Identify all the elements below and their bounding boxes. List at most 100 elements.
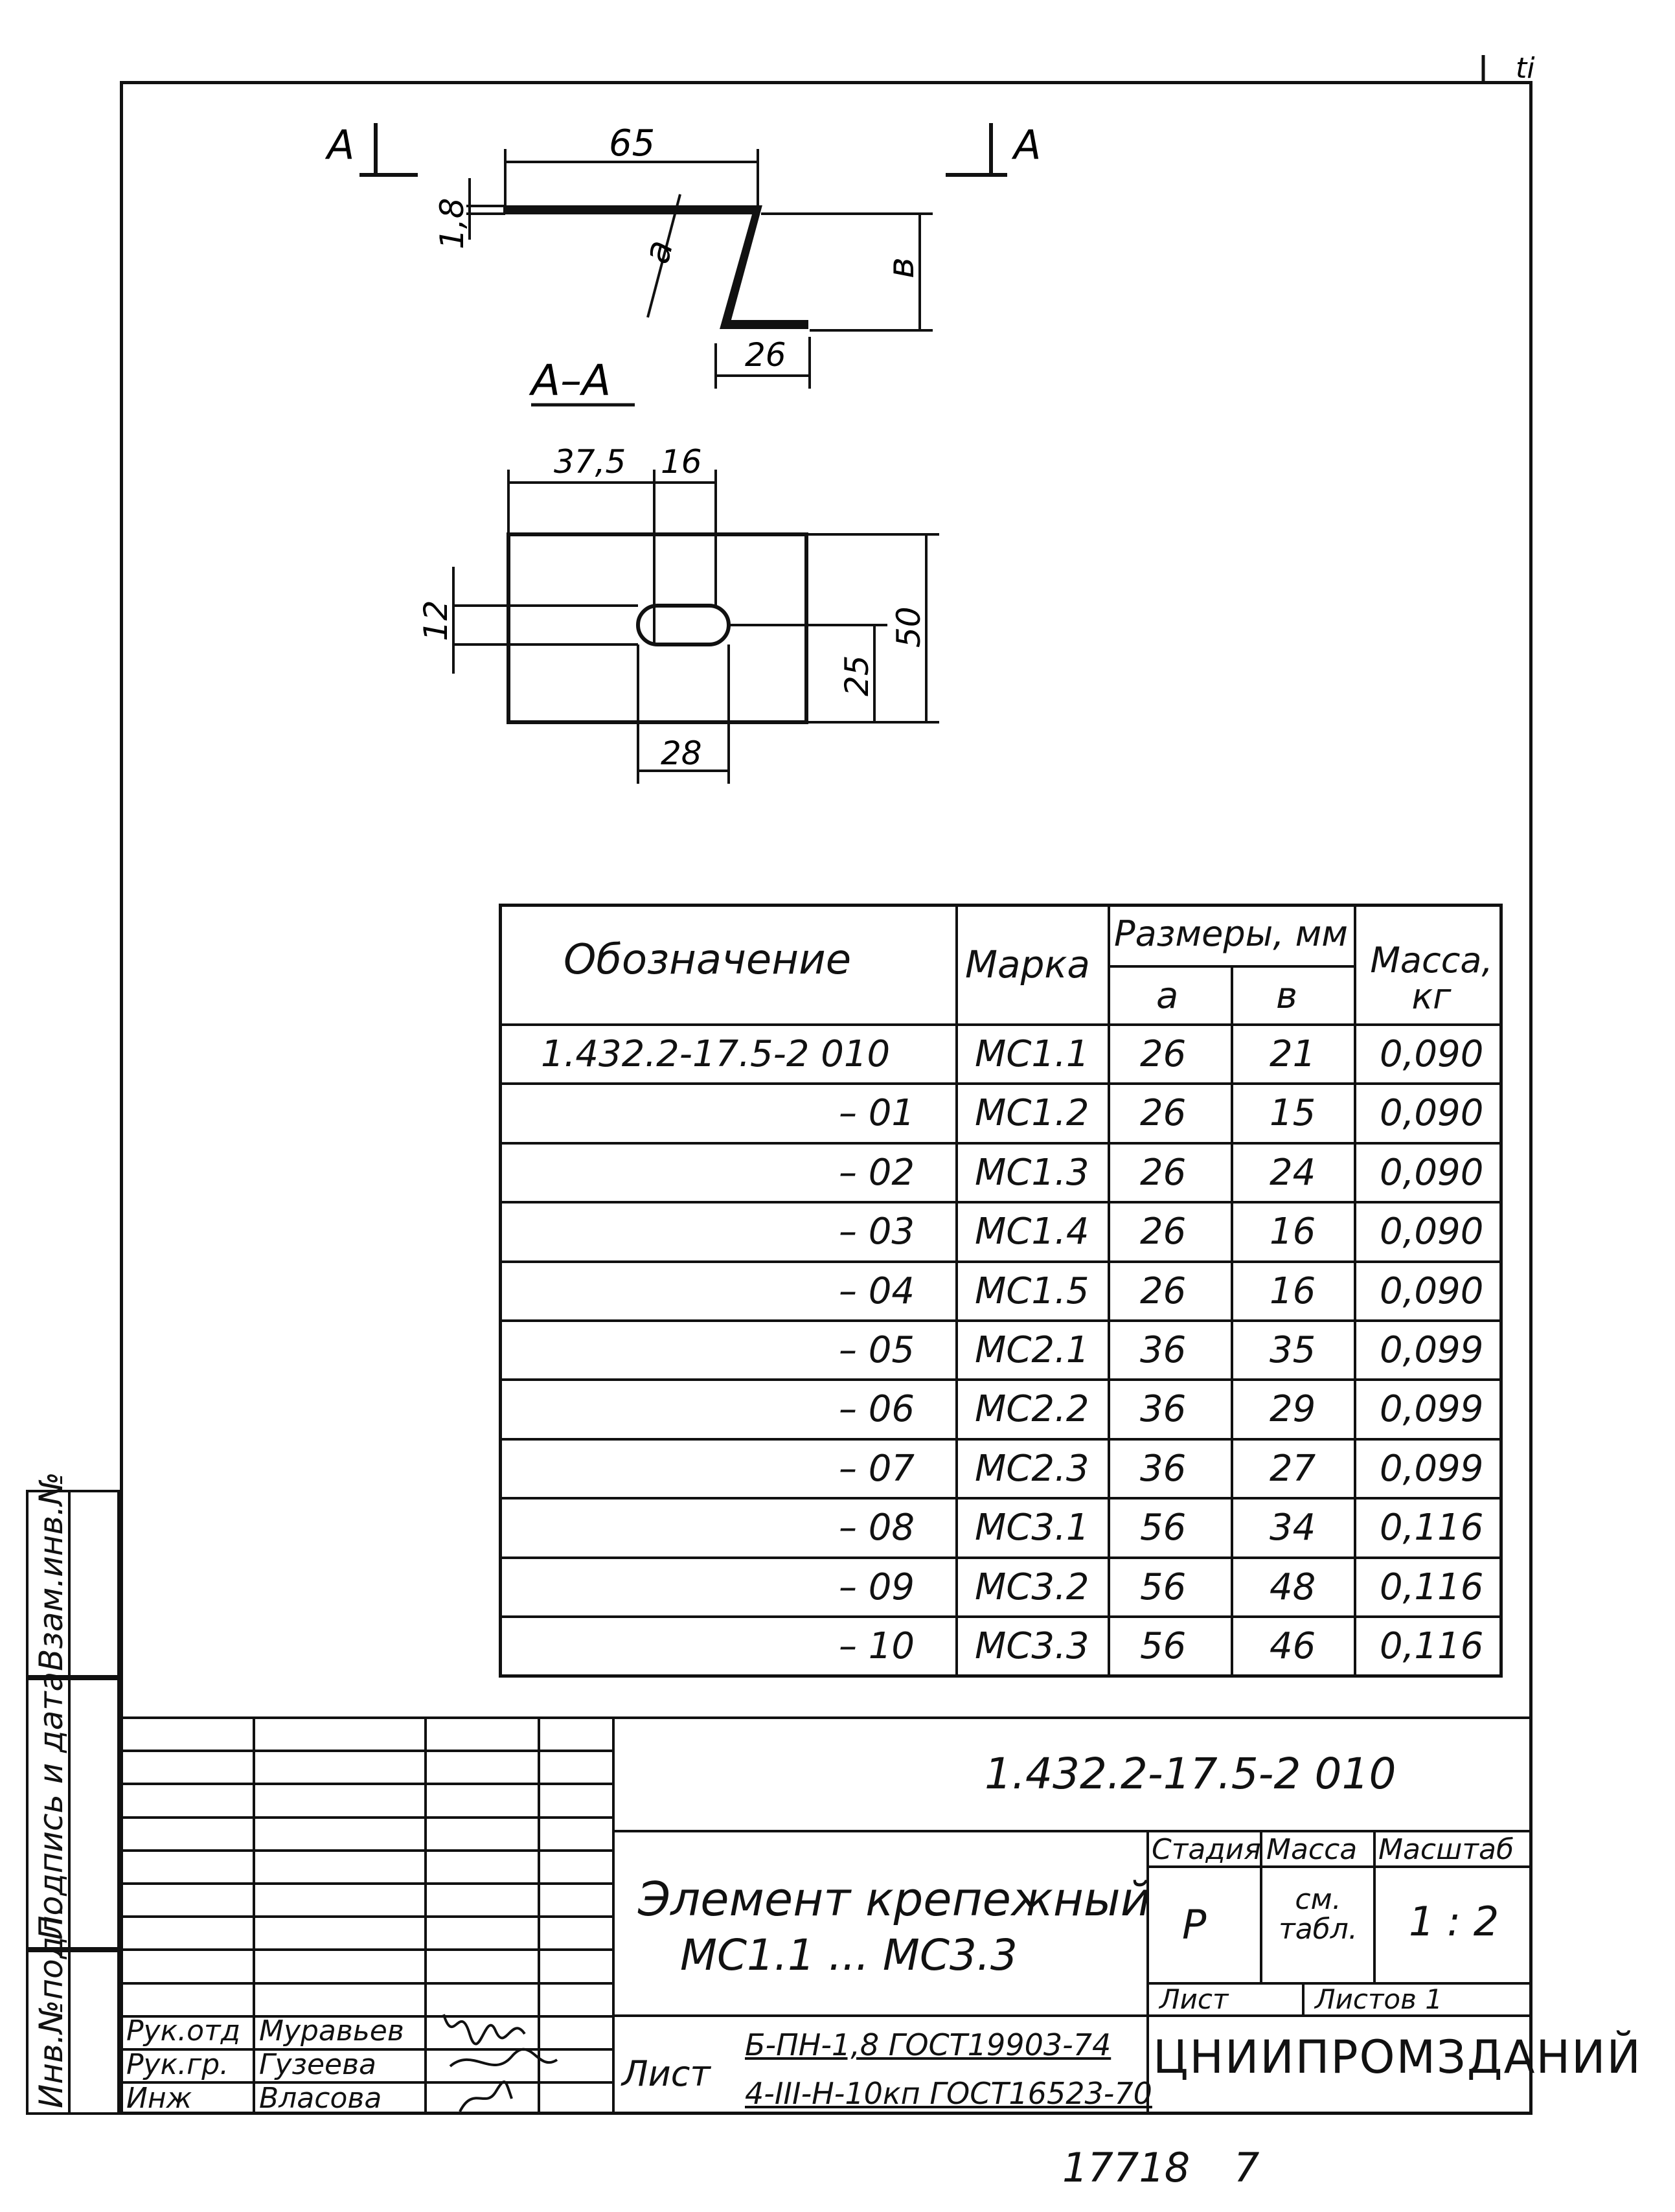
row-dim-a: 56: [1140, 1625, 1187, 1667]
row-mass: 0,090: [1380, 1211, 1484, 1253]
role-title: Рук.отд: [126, 2014, 241, 2047]
row-dim-a: 26: [1140, 1211, 1187, 1253]
side-label-sign: Подпись и дата: [32, 1671, 70, 1940]
sheet-label: Лист: [1159, 1983, 1229, 2015]
side-box-inv: [26, 1950, 120, 2115]
row-mark: МС1.1: [975, 1033, 1089, 1075]
part-name-line1: Элемент крепежный: [638, 1872, 1151, 1926]
corner-mark: ti: [1481, 52, 1535, 85]
row-dim-b: 34: [1270, 1507, 1316, 1549]
z-profile: [503, 205, 808, 329]
dim-25: 25: [838, 655, 876, 696]
dim-28: 28: [661, 735, 702, 772]
row-designation: – 03: [839, 1211, 915, 1253]
row-mass: 0,090: [1380, 1270, 1484, 1312]
row-mark: МС1.5: [975, 1270, 1089, 1312]
row-designation: – 05: [839, 1329, 915, 1371]
row-dim-a: 36: [1140, 1447, 1187, 1490]
role-name: Гузеева: [259, 2048, 376, 2081]
row-mass: 0,099: [1380, 1447, 1484, 1490]
material-label: Лист: [622, 2053, 711, 2094]
svg-text:ti: ti: [1516, 52, 1535, 85]
role-name: Муравьев: [259, 2014, 404, 2047]
row-dim-b: 15: [1270, 1092, 1316, 1135]
dim-12: 12: [417, 600, 455, 641]
section-title: А–А: [529, 356, 611, 405]
section-label-left: А: [325, 121, 354, 168]
row-mass: 0,090: [1380, 1033, 1484, 1075]
row-mark: МС2.3: [975, 1447, 1089, 1490]
row-mark: МС3.3: [975, 1625, 1089, 1667]
row-dim-b: 27: [1270, 1447, 1316, 1490]
side-box-sign: [26, 1678, 120, 1950]
mass-label: Масса: [1266, 1833, 1358, 1866]
footer-page: 7: [1234, 2144, 1260, 2191]
row-mark: МС1.4: [975, 1211, 1089, 1253]
dim-50: 50: [890, 606, 928, 648]
row-mark: МС3.2: [975, 1566, 1089, 1608]
row-mark: МС2.1: [975, 1329, 1089, 1371]
organization: ЦНИИПРОМЗДАНИЙ: [1153, 2031, 1642, 2084]
slot: [636, 604, 731, 646]
dim-16: 16: [661, 443, 702, 481]
scale-value: 1 : 2: [1409, 1898, 1499, 1945]
row-dim-a: 56: [1140, 1507, 1187, 1549]
row-dim-b: 24: [1270, 1151, 1316, 1194]
row-dim-b: 48: [1270, 1566, 1316, 1608]
row-mass: 0,099: [1380, 1329, 1484, 1371]
row-dim-b: 16: [1270, 1211, 1316, 1253]
section-marker-left: [359, 123, 418, 177]
role-title: Инж: [126, 2082, 192, 2115]
row-dim-a: 26: [1140, 1033, 1187, 1075]
side-box-replace: [26, 1490, 120, 1678]
row-designation: – 09: [839, 1566, 915, 1608]
drawing-frame: [120, 81, 1533, 2115]
row-mass: 0,116: [1380, 1566, 1484, 1608]
side-label-inv: Инв.№подл.: [32, 1905, 70, 2108]
dim-a: а: [635, 236, 682, 268]
row-mass: 0,099: [1380, 1388, 1484, 1431]
row-dim-a: 56: [1140, 1566, 1187, 1608]
row-designation: – 06: [839, 1388, 915, 1431]
row-dim-a: 26: [1140, 1270, 1187, 1312]
role-name: Власова: [259, 2082, 382, 2115]
row-dim-a: 26: [1140, 1151, 1187, 1194]
row-designation: – 04: [839, 1270, 915, 1312]
row-dim-a: 36: [1140, 1329, 1187, 1371]
row-dim-a: 26: [1140, 1092, 1187, 1135]
stage-value: Р: [1182, 1901, 1207, 1948]
header-b: в: [1276, 975, 1298, 1017]
dim-37-5: 37,5: [554, 443, 626, 481]
mass-value: см. табл.: [1279, 1883, 1358, 1946]
signatures: [442, 2014, 558, 2112]
footer-number: 17718: [1062, 2144, 1191, 2191]
header-mass: Масса, кг: [1370, 940, 1493, 1017]
part-name-line2: МС1.1 ... МС3.3: [680, 1930, 1018, 1980]
section-label-right: А: [1011, 121, 1041, 168]
row-designation: – 07: [839, 1447, 915, 1490]
row-mass: 0,116: [1380, 1507, 1484, 1549]
header-designation: Обозначение: [564, 936, 852, 984]
stage-label: Стадия: [1152, 1833, 1261, 1866]
row-mass: 0,090: [1380, 1151, 1484, 1194]
row-mark: МС2.2: [975, 1388, 1089, 1431]
row-dim-a: 36: [1140, 1388, 1187, 1431]
dim-65: 65: [609, 122, 655, 165]
sheets-label: Листов 1: [1315, 1983, 1442, 2015]
section-marker-right: [946, 123, 1007, 177]
row-mark: МС1.2: [975, 1092, 1089, 1135]
header-mark: Марка: [965, 942, 1090, 986]
row-dim-b: 16: [1270, 1270, 1316, 1312]
row-mark: МС3.1: [975, 1507, 1089, 1549]
row-mass: 0,090: [1380, 1092, 1484, 1135]
plate: [507, 532, 808, 724]
row-mass: 0,116: [1380, 1625, 1484, 1667]
header-a: а: [1156, 975, 1179, 1017]
row-designation: – 01: [839, 1092, 915, 1135]
row-dim-b: 29: [1270, 1388, 1316, 1431]
row-mark: МС1.3: [975, 1151, 1089, 1194]
part-drawing: А А 65 1,8 а в 26 А–А 37,5 16 12 50 25 2…: [325, 121, 1041, 784]
material-line2: 4-III-Н-10кп ГОСТ16523-70: [745, 2076, 1152, 2111]
row-dim-b: 21: [1270, 1033, 1316, 1075]
side-label-replace: Взам.инв.№: [32, 1472, 70, 1671]
